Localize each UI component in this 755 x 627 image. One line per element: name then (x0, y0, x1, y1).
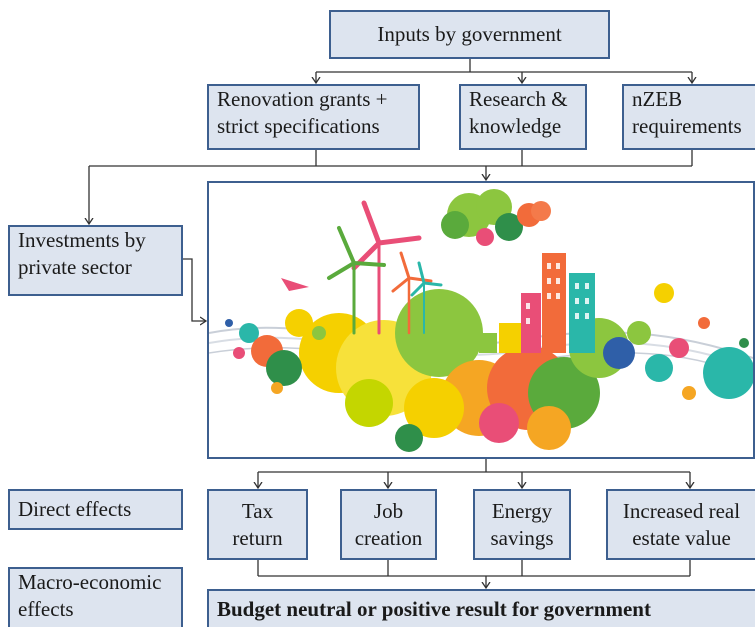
nzeb-requirements-line1: nZEB (632, 87, 683, 111)
budget-result-box: Budget neutral or positive result for go… (207, 589, 755, 627)
nzeb-requirements-line2: requirements (632, 114, 742, 138)
renovation-grants-line2: strict specifications (217, 114, 380, 138)
inputs-by-government-box: Inputs by government (329, 10, 610, 59)
job-creation-line2: creation (354, 525, 423, 550)
energy-savings-line1: Energy (491, 498, 553, 523)
job-creation-line1: Job (373, 498, 404, 523)
renovation-grants-line1: Renovation grants + (217, 87, 388, 111)
macro-economic-label-box: Macro-economic effects (8, 567, 183, 627)
city-illustration-art (209, 189, 753, 452)
real-estate-value-line2: estate value (632, 525, 731, 550)
arrow-private-to-illustration (183, 258, 206, 321)
macro-economic-line1: Macro-economic (18, 570, 162, 594)
inputs-by-government-label: Inputs by government (377, 22, 562, 46)
renovation-grants-box: Renovation grants + strict specification… (207, 84, 420, 150)
real-estate-value-line1: Increased real (622, 498, 741, 523)
job-creation-box: Job creation (340, 489, 437, 560)
macro-economic-line2: effects (18, 597, 74, 621)
budget-result-label: Budget neutral or positive result for go… (217, 596, 651, 621)
tax-return-line1: Tax (241, 498, 274, 523)
tax-return-box: Tax return (207, 489, 308, 560)
energy-savings-box: Energy savings (473, 489, 571, 560)
research-knowledge-box: Research & knowledge (459, 84, 587, 150)
nzeb-requirements-box: nZEB requirements (622, 84, 755, 150)
private-sector-line1: Investments by (18, 228, 146, 252)
private-sector-line2: private sector (18, 255, 132, 279)
direct-effects-label-box: Direct effects (8, 489, 183, 530)
real-estate-value-box: Increased real estate value (606, 489, 755, 560)
energy-savings-line2: savings (490, 525, 554, 550)
sustainable-city-illustration (207, 181, 755, 459)
private-sector-box: Investments by private sector (8, 225, 183, 296)
direct-effects-label: Direct effects (18, 497, 132, 521)
tax-return-line2: return (232, 525, 283, 550)
research-knowledge-line1: Research & (469, 87, 568, 111)
research-knowledge-line2: knowledge (469, 114, 562, 138)
